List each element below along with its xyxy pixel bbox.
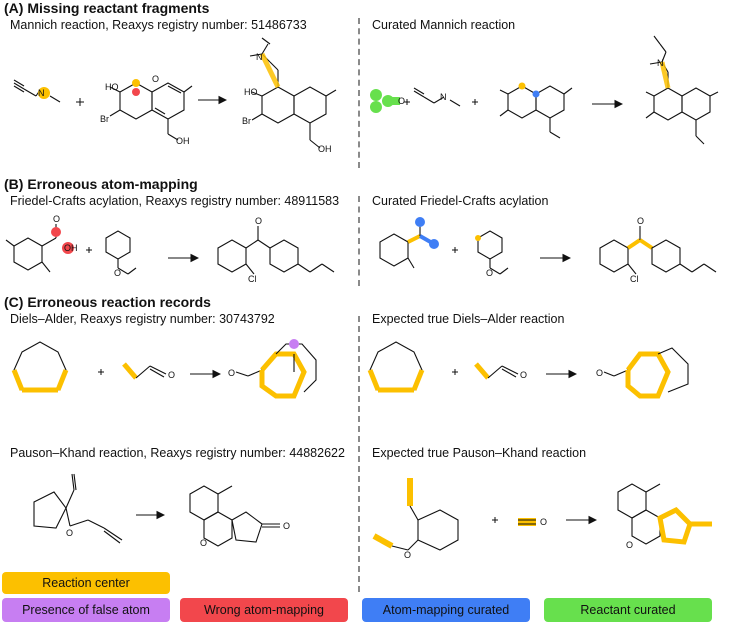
atom-label: N <box>657 58 664 68</box>
atom-label: O <box>114 268 121 278</box>
fc-acyl-chloride-left <box>5 224 57 273</box>
section-a-title: (A) Missing reactant fragments <box>4 0 210 16</box>
atom-label: O <box>404 550 411 560</box>
atom-label: HO <box>244 87 258 97</box>
section-a-right-label: Curated Mannich reaction <box>372 18 516 32</box>
atom-label: HO <box>105 82 119 92</box>
formaldehyde-curated <box>370 89 400 113</box>
diels-alder-product-right <box>603 347 689 399</box>
legend-mapping-curated: Atom-mapping curated <box>362 598 530 622</box>
atom-label: O <box>540 517 547 527</box>
section-c-left-label-2: Pauson–Khand reaction, Reaxys registry n… <box>10 446 345 460</box>
atom-label: O <box>53 214 60 224</box>
atom-label: Br <box>242 116 251 126</box>
mannich-amine-right <box>413 87 461 107</box>
section-b-left-label: Friedel-Crafts acylation, Reaxys registr… <box>10 194 340 208</box>
fc-anisole-right <box>477 230 509 275</box>
atom-label: OH <box>318 144 332 154</box>
section-c-right-label-2: Expected true Pauson–Khand reaction <box>372 446 587 460</box>
legend-false-atom: Presence of false atom <box>2 598 170 622</box>
section-a-left-label: Mannich reaction, Reaxys registry number… <box>10 18 307 32</box>
atom-label: N <box>256 52 263 62</box>
legend-wrong-mapping: Wrong atom-mapping <box>180 598 348 622</box>
pauson-khand-reactant-right <box>372 478 459 551</box>
atom-label: O <box>626 540 633 550</box>
atom-label: O <box>200 538 207 548</box>
section-c-left-label: Diels–Alder, Reaxys registry number: 307… <box>10 312 275 326</box>
diels-alder-product-left <box>235 343 317 399</box>
section-c-title: (C) Erroneous reaction records <box>4 294 211 310</box>
section-b-right-label: Curated Friedel-Crafts acylation <box>372 194 549 208</box>
atom-label: O <box>637 216 644 226</box>
coumarin-reactant-left <box>109 82 193 141</box>
atom-label: O <box>486 268 493 278</box>
atom-label: Br <box>100 114 109 124</box>
legend-reactant-curated: Reactant curated <box>544 598 712 622</box>
divider-b <box>358 196 360 286</box>
acrolein-right <box>474 362 519 380</box>
reaction-center-highlight <box>38 87 50 99</box>
atom-label: Cl <box>630 274 639 284</box>
fc-anisole-left <box>105 230 137 275</box>
atom-label: OH <box>64 243 78 253</box>
cycloheptadiene-right <box>367 341 425 393</box>
atom-label: O <box>596 368 603 378</box>
atom-label: O <box>228 368 235 378</box>
atom-label: O <box>66 528 73 538</box>
atom-label: O <box>152 74 159 84</box>
atom-label: O <box>398 96 405 106</box>
pauson-khand-product-right <box>617 483 712 545</box>
mannich-amine-left <box>13 79 41 97</box>
atom-label: O <box>283 521 290 531</box>
cycloheptadiene-left <box>11 341 69 393</box>
atom-label: O <box>255 216 262 226</box>
carbon-monoxide-right <box>518 518 536 526</box>
pauson-khand-reactant-left <box>33 473 123 544</box>
section-c-right-label: Expected true Diels–Alder reaction <box>372 312 565 326</box>
atom-label: O <box>520 370 527 380</box>
fc-product-left <box>217 226 335 275</box>
atom-label: O <box>168 370 175 380</box>
pauson-khand-product-left <box>189 485 280 547</box>
mannich-product-right <box>645 35 719 145</box>
acrolein-left <box>122 362 167 380</box>
legend-reaction-center: Reaction center <box>2 572 170 594</box>
divider-c <box>358 316 360 592</box>
fc-product-right <box>599 226 717 275</box>
divider-a <box>358 18 360 168</box>
atom-label: Cl <box>248 274 257 284</box>
section-b-title: (B) Erroneous atom-mapping <box>4 176 198 192</box>
atom-label: N <box>440 92 447 102</box>
atom-label: N <box>38 88 45 98</box>
atom-label: OH <box>176 136 190 146</box>
fc-acyl-chloride-right <box>379 224 435 269</box>
